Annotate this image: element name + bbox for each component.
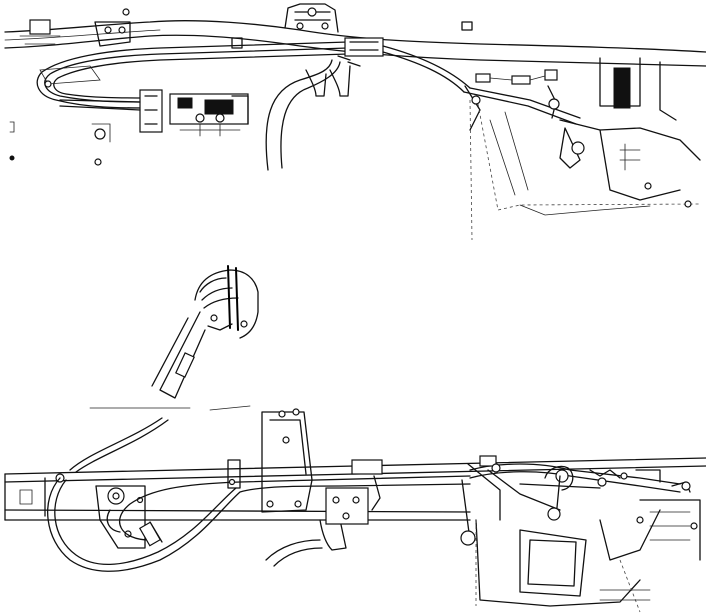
bottom-view	[4, 265, 706, 613]
crossmember-mount	[231, 3, 473, 49]
shift-lever-boot	[89, 265, 259, 411]
cable-clip-top	[337, 37, 384, 67]
cable-loop-bottom	[47, 475, 471, 572]
cable-clamp-bottom	[325, 459, 383, 525]
transmission-housing-top	[469, 57, 701, 241]
lever-mechanism-top	[9, 89, 249, 166]
cable-loop-left	[36, 41, 349, 109]
hanging-loops-top	[265, 59, 351, 171]
lever-cable-bottom	[69, 417, 169, 473]
linkage-right-bottom	[460, 455, 691, 546]
cable-run-right-top	[382, 45, 581, 131]
hanging-pipes-bottom	[265, 519, 347, 567]
front-bracket-top	[29, 8, 131, 47]
frame-rail-top	[4, 20, 706, 67]
center-bracket-bottom	[227, 408, 313, 513]
top-view	[4, 3, 706, 241]
transmission-housing-bottom	[475, 499, 701, 613]
